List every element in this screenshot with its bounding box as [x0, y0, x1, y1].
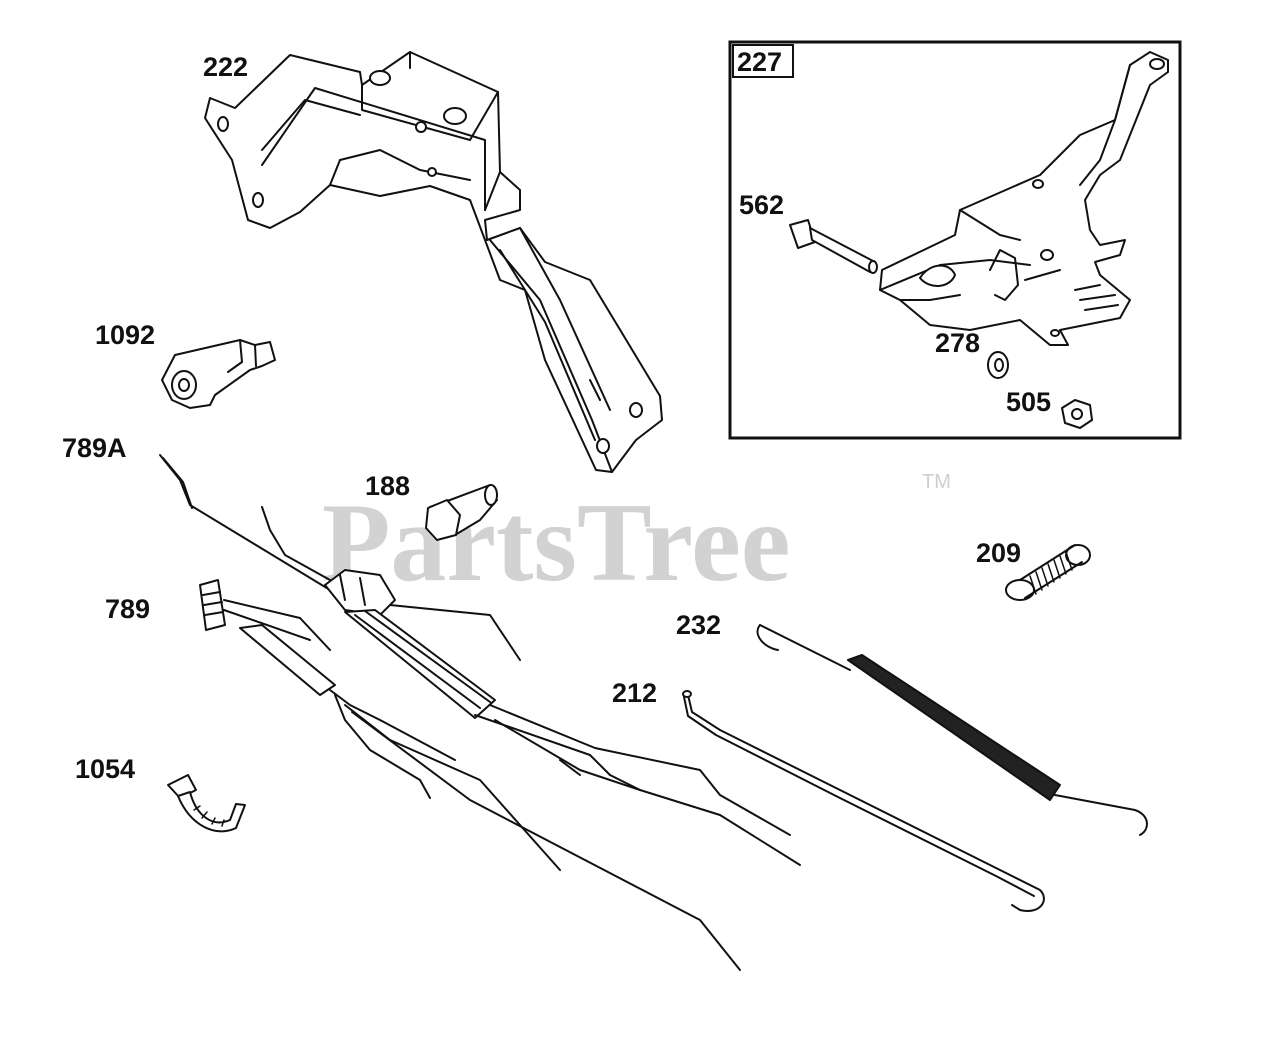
part-209-spring[interactable] — [1005, 544, 1091, 601]
part-232-rod[interactable] — [756, 624, 1148, 836]
watermark-text: PartsTree — [322, 481, 791, 605]
part-1092-clip[interactable] — [161, 339, 276, 409]
part-505-nut[interactable] — [1061, 399, 1093, 429]
label-505: 505 — [1006, 387, 1051, 417]
part-789-harness[interactable] — [199, 579, 741, 971]
label-227: 227 — [737, 47, 782, 77]
part-562-bolt[interactable] — [789, 219, 878, 274]
part-278-washer[interactable] — [987, 351, 1009, 379]
part-227-lever[interactable] — [879, 51, 1169, 346]
part-188-bolt[interactable] — [425, 484, 498, 541]
label-1054: 1054 — [75, 754, 135, 784]
label-209: 209 — [976, 538, 1021, 568]
part-222-bracket[interactable] — [204, 51, 663, 473]
part-789A-harness[interactable] — [159, 454, 801, 866]
part-212-rod[interactable] — [682, 690, 1045, 912]
label-188: 188 — [365, 471, 410, 501]
label-222: 222 — [203, 52, 248, 82]
label-278: 278 — [935, 328, 980, 358]
watermark-trademark: TM — [922, 471, 951, 493]
part-1054-strap[interactable] — [167, 774, 246, 833]
label-1092: 1092 — [95, 320, 155, 350]
label-212: 212 — [612, 678, 657, 708]
label-789A: 789A — [62, 433, 127, 463]
label-562: 562 — [739, 190, 784, 220]
inset-227-box — [728, 40, 1182, 440]
label-789: 789 — [105, 594, 150, 624]
label-232: 232 — [676, 610, 721, 640]
